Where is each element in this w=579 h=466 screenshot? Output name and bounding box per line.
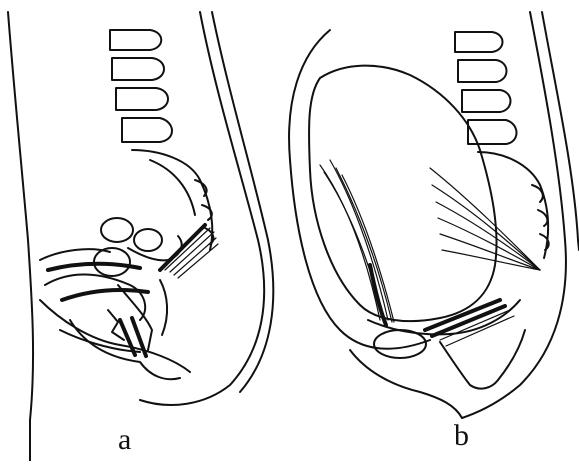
panel-a-spine bbox=[110, 30, 213, 250]
panel-label-a: a bbox=[118, 425, 131, 455]
panel-b-illustration bbox=[289, 12, 579, 418]
panel-label-b: b bbox=[454, 421, 469, 451]
panel-a-body-outline-front bbox=[8, 12, 33, 461]
panel-b-uterus-outline bbox=[289, 30, 430, 349]
panel-b-uterosacral-ligament bbox=[430, 168, 540, 270]
panel-b-spine bbox=[455, 32, 549, 258]
panel-b-round-ligament bbox=[320, 160, 394, 325]
panel-a-body-outline-back-inner bbox=[212, 12, 273, 392]
panel-a-body-outline-back bbox=[140, 12, 264, 405]
panel-a-illustration bbox=[8, 12, 273, 461]
panel-b-lower-outline bbox=[440, 330, 525, 389]
